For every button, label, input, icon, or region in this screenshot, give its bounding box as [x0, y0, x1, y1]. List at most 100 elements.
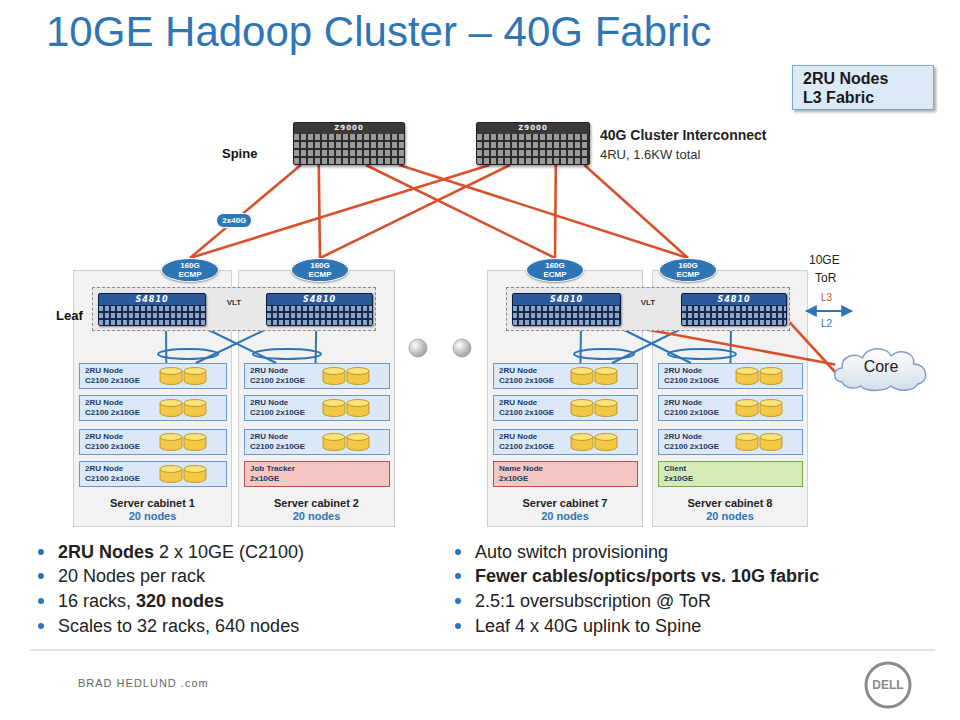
bandwidth-badge: 160G ECMP: [672, 261, 704, 279]
network-switch: S4810: [681, 293, 787, 326]
disk-icons: [734, 366, 784, 386]
bullet-line: Fewer cables/optics/ports vs. 10G fabric: [455, 566, 819, 587]
server-node: 2RU NodeC2100 2x10GE: [658, 363, 803, 389]
disk-icons: [158, 432, 208, 452]
logo-text: DELL: [866, 678, 910, 692]
bullet-line: Leaf 4 x 40G uplink to Spine: [455, 616, 701, 637]
server-type: 2RU Node: [664, 366, 802, 376]
disk-icons: [321, 432, 371, 452]
server-type: 2RU Node: [664, 398, 802, 408]
node-count: 20 nodes: [541, 510, 589, 523]
server-spec: C2100 2x10GE: [85, 408, 226, 418]
core-cloud: Core: [830, 342, 932, 392]
server-type: 2RU Node: [499, 432, 637, 442]
uplink-connector: [554, 165, 557, 258]
bullet-dot: [38, 549, 44, 555]
uplink-connector: [399, 165, 688, 258]
annotation: ToR: [815, 271, 836, 285]
network-switch: S4810: [512, 293, 621, 326]
server-node: 2RU NodeC2100 2x10GE: [79, 429, 227, 455]
annotation: 40G Cluster Interconnect: [600, 127, 767, 143]
l3-l2-boundary-arrow: [806, 310, 852, 312]
ecmp-badge: 160G ECMP: [291, 258, 349, 282]
network-switch: S4810: [266, 293, 373, 326]
server-spec: 2x10GE: [499, 474, 637, 484]
cabinet-name: Server cabinet 7: [523, 497, 608, 510]
annotation: L3: [821, 292, 832, 303]
network-switch: S4810: [98, 293, 206, 326]
bullet-text: Scales to 32 racks, 640 nodes: [58, 616, 299, 636]
annotation: 4RU, 1.6KW total: [600, 147, 700, 162]
server-role: Name Node: [499, 464, 637, 474]
cloud-label: Core: [864, 358, 899, 376]
server-spec: C2100 2x10GE: [499, 442, 637, 452]
uplink-connector: [190, 165, 301, 258]
server-node: Job Tracker2x10GE: [244, 461, 390, 487]
switch-model: S4810: [513, 294, 620, 305]
server-type: 2RU Node: [250, 432, 389, 442]
uplink-connector: [319, 165, 320, 258]
server-spec: C2100 2x10GE: [250, 442, 389, 452]
server-type: 2RU Node: [499, 366, 637, 376]
uplink-connector: [320, 165, 510, 258]
annotation: L2: [821, 318, 832, 329]
bullet-dot: [38, 598, 44, 604]
server-type: 2RU Node: [85, 366, 226, 376]
disk-icons: [158, 398, 208, 418]
vlt-pair: VLTS4810S4810: [506, 287, 790, 331]
switch-model: S4810: [267, 294, 372, 305]
node-count: 20 nodes: [129, 510, 177, 523]
annotation: Spine: [222, 146, 257, 161]
server-node: 2RU NodeC2100 2x10GE: [658, 395, 803, 421]
bullet-dot: [455, 623, 461, 629]
ecmp-badge: 160G ECMP: [526, 258, 584, 282]
network-switch: Z9000: [476, 122, 590, 165]
server-type: 2RU Node: [250, 398, 389, 408]
disk-icons: [569, 398, 619, 418]
bullet-line: Auto switch provisioning: [455, 542, 668, 563]
server-spec: C2100 2x10GE: [85, 474, 226, 484]
slide-title: 10GE Hadoop Cluster – 40G Fabric: [46, 8, 711, 56]
server-type: 2RU Node: [85, 398, 226, 408]
server-node: 2RU NodeC2100 2x10GE: [493, 363, 638, 389]
cabinet-name: Server cabinet 8: [688, 497, 773, 510]
server-node: 2RU NodeC2100 2x10GE: [79, 461, 227, 487]
ellipsis-dots: [409, 339, 471, 357]
bullet-dot: [455, 573, 461, 579]
switch-model: S4810: [99, 294, 205, 305]
annotation: Leaf: [56, 308, 83, 323]
bullet-dot: [38, 573, 44, 579]
server-spec: C2100 2x10GE: [250, 376, 389, 386]
server-node: Name Node2x10GE: [493, 461, 638, 487]
bullet-text: Auto switch provisioning: [475, 542, 668, 562]
bullet-text: Leaf 4 x 40G uplink to Spine: [475, 616, 701, 636]
server-spec: C2100 2x10GE: [499, 408, 637, 418]
annotation: 10GE: [809, 253, 840, 267]
bullet-line: 16 racks,320 nodes: [38, 591, 224, 612]
bullet-text: Fewer cables/optics/ports vs. 10G fabric: [475, 566, 819, 586]
uplink-connector: [190, 165, 490, 258]
server-type: 2RU Node: [499, 398, 637, 408]
bullet-text: 2 x 10GE (C2100): [159, 542, 304, 562]
server-type: 2RU Node: [664, 432, 802, 442]
bullet-dot: [455, 598, 461, 604]
uplink-connector: [366, 165, 555, 258]
link-speed-badge: 2x40G: [216, 213, 252, 228]
cabinet-name: Server cabinet 2: [274, 497, 359, 510]
footer-rule: [30, 650, 935, 651]
bullet-line: Scales to 32 racks, 640 nodes: [38, 616, 299, 637]
server-role: Client: [664, 464, 802, 474]
server-node: 2RU NodeC2100 2x10GE: [493, 429, 638, 455]
disk-icons: [734, 398, 784, 418]
cabinet-name: Server cabinet 1: [110, 497, 195, 510]
server-spec: C2100 2x10GE: [85, 376, 226, 386]
server-spec: 2x10GE: [250, 474, 389, 484]
annotation: BRAD HEDLUND .com: [78, 677, 209, 689]
disk-icons: [321, 398, 371, 418]
server-type: 2RU Node: [85, 432, 226, 442]
server-spec: C2100 2x10GE: [85, 442, 226, 452]
bullet-line: 2.5:1 oversubscription @ ToR: [455, 591, 711, 612]
server-spec: C2100 2x10GE: [664, 442, 802, 452]
switch-model: Z9000: [294, 123, 404, 134]
